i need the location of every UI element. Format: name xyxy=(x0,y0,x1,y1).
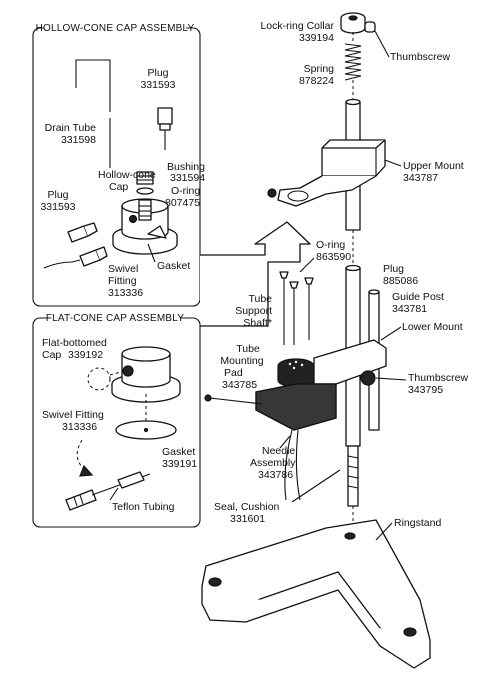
pad-label-3: Pad xyxy=(224,367,243,379)
spring xyxy=(344,43,362,81)
needle-number: 343786 xyxy=(258,469,293,481)
plug-top xyxy=(157,107,173,150)
ringstand xyxy=(201,519,431,669)
spring-label: Spring xyxy=(304,63,335,75)
o-ring-main-label: O-ring xyxy=(316,239,345,251)
collar-number: 339194 xyxy=(299,32,334,44)
flat-cap-number: 339192 xyxy=(68,349,103,361)
flat-cone-title: FLAT-CONE CAP ASSEMBLY xyxy=(46,313,184,324)
seal-label: Seal, Cushion xyxy=(214,501,280,513)
bushing-label: Bushing xyxy=(167,161,205,173)
gasket-flat-number: 339191 xyxy=(162,458,197,470)
swivel-flat-number: 313336 xyxy=(62,421,97,433)
needle-label-2: Assembly xyxy=(250,457,296,469)
collar-label: Lock-ring Collar xyxy=(260,20,334,32)
plug-top-label: Plug xyxy=(147,67,168,79)
o-ring-hollow-number: 807475 xyxy=(165,197,200,209)
plug-main-label: Plug xyxy=(383,263,404,275)
swivel-hollow-label: Swivel xyxy=(108,263,138,275)
tube-mounting-pad xyxy=(277,358,315,388)
pad-label-2: Mounting xyxy=(220,355,263,367)
tube-support-shafts xyxy=(279,271,314,345)
plug-main-number: 885086 xyxy=(383,275,418,287)
o-ring-hollow xyxy=(136,187,154,195)
tss-label-3: Shaft* xyxy=(243,317,272,329)
tss-label-1: Tube xyxy=(248,293,272,305)
spring-number: 878224 xyxy=(299,75,334,87)
flat-cone-panel: FLAT-CONE CAP ASSEMBLY Flat-bottomed Cap… xyxy=(32,310,201,528)
bushing-number: 331594 xyxy=(170,172,205,184)
teflon-tubing-label: Teflon Tubing xyxy=(112,501,175,513)
teflon-tubing xyxy=(65,471,151,511)
flat-cap-label-2: Cap xyxy=(42,349,61,361)
lock-ring-collar xyxy=(340,12,376,34)
thumbscrew-top-label: Thumbscrew xyxy=(390,51,451,63)
hollow-cone-cap xyxy=(112,198,178,255)
curved-arrow xyxy=(76,439,89,473)
plug-top-number: 331593 xyxy=(140,79,175,91)
lower-mount xyxy=(204,339,387,431)
hollow-cone-panel: HOLLOW-CONE CAP ASSEMBLY Drain Tube 3315… xyxy=(32,20,205,307)
hollow-cone-title: HOLLOW-CONE CAP ASSEMBLY xyxy=(36,23,195,34)
main-assembly: Lock-ring Collar 339194 Thumbscrew Sprin… xyxy=(201,12,469,669)
tss-label-2: Support xyxy=(235,305,272,317)
swivel-hollow-label-2: Fitting xyxy=(108,275,137,287)
drain-tube-number: 331598 xyxy=(61,134,96,146)
drain-tube-label: Drain Tube xyxy=(45,122,97,134)
seal-number: 331601 xyxy=(230,513,265,525)
plug-left-number: 331593 xyxy=(40,201,75,213)
detail-callout xyxy=(87,367,111,391)
lower-mount-label: Lower Mount xyxy=(402,321,463,333)
plug-left xyxy=(67,222,98,243)
thumbscrew-low-label: Thumbscrew xyxy=(408,372,469,384)
guide-post-label: Guide Post xyxy=(392,291,444,303)
thumbscrew-low-number: 343795 xyxy=(408,384,443,396)
gasket-flat-label: Gasket xyxy=(162,446,195,458)
gasket-hollow-label: Gasket xyxy=(157,260,190,272)
hollow-cap-label-2: Cap xyxy=(109,181,128,193)
upper-mount-label: Upper Mount xyxy=(403,160,464,172)
pad-number: 343785 xyxy=(222,379,257,391)
upper-mount-number: 343787 xyxy=(403,172,438,184)
hollow-cap-label: Hollow-cone xyxy=(98,169,156,181)
o-ring-hollow-label: O-ring xyxy=(171,185,200,197)
swivel-flat-label: Swivel Fitting xyxy=(42,409,104,421)
pad-label-1: Tube xyxy=(236,343,260,355)
swivel-fitting-hollow xyxy=(43,246,108,269)
needle-label-1: Needle xyxy=(262,445,295,457)
flat-cap-label: Flat-bottomed xyxy=(42,337,107,349)
upper-mount xyxy=(267,139,386,207)
o-ring-main-number: 863590 xyxy=(316,251,351,263)
guide-post-number: 343781 xyxy=(392,303,427,315)
drain-tube xyxy=(75,59,111,112)
bushing xyxy=(136,171,154,185)
flat-bottomed-cap xyxy=(111,346,181,403)
swivel-hollow-number: 313336 xyxy=(108,287,143,299)
ringstand-label: Ringstand xyxy=(394,517,441,529)
plug-left-label: Plug xyxy=(47,189,68,201)
connector-arrow xyxy=(200,221,311,327)
